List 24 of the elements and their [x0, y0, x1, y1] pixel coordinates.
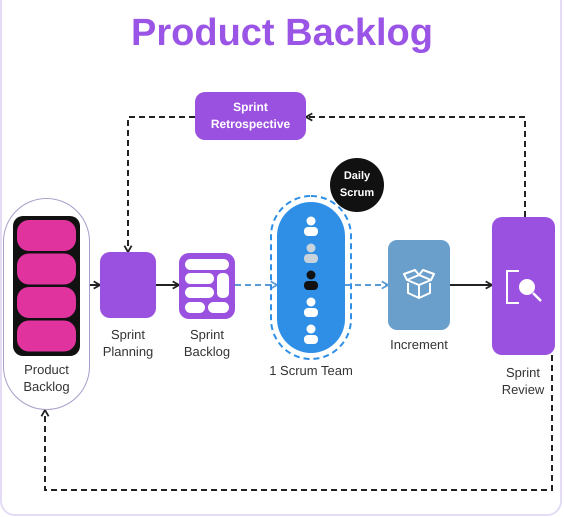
- node-label: Sprint Planning: [102, 326, 154, 360]
- arrow: [450, 280, 493, 290]
- node-label: Increment: [389, 336, 449, 353]
- arrow: [90, 280, 101, 290]
- arrow: [156, 280, 180, 290]
- node-label: Product Backlog: [22, 361, 71, 395]
- node-label: 1 Scrum Team: [268, 362, 354, 379]
- node-label: Sprint Backlog: [182, 326, 232, 360]
- team-pill: [277, 202, 345, 353]
- increment-box: [388, 240, 450, 330]
- node-label: Sprint Retrospective: [210, 99, 292, 133]
- arrow: [305, 112, 526, 217]
- node-label: Sprint Review: [500, 364, 546, 398]
- retrospective-box: [195, 92, 306, 140]
- backlog-box: [179, 253, 235, 319]
- planning-box: [100, 252, 156, 318]
- arrow: [235, 280, 278, 290]
- review-box: [492, 217, 555, 355]
- title: Product Backlog: [130, 12, 434, 55]
- event-circle: [330, 158, 384, 212]
- node-label: Daily Scrum: [338, 169, 376, 201]
- arrow: [345, 280, 389, 290]
- arrow: [124, 116, 195, 253]
- arrow: [40, 355, 553, 491]
